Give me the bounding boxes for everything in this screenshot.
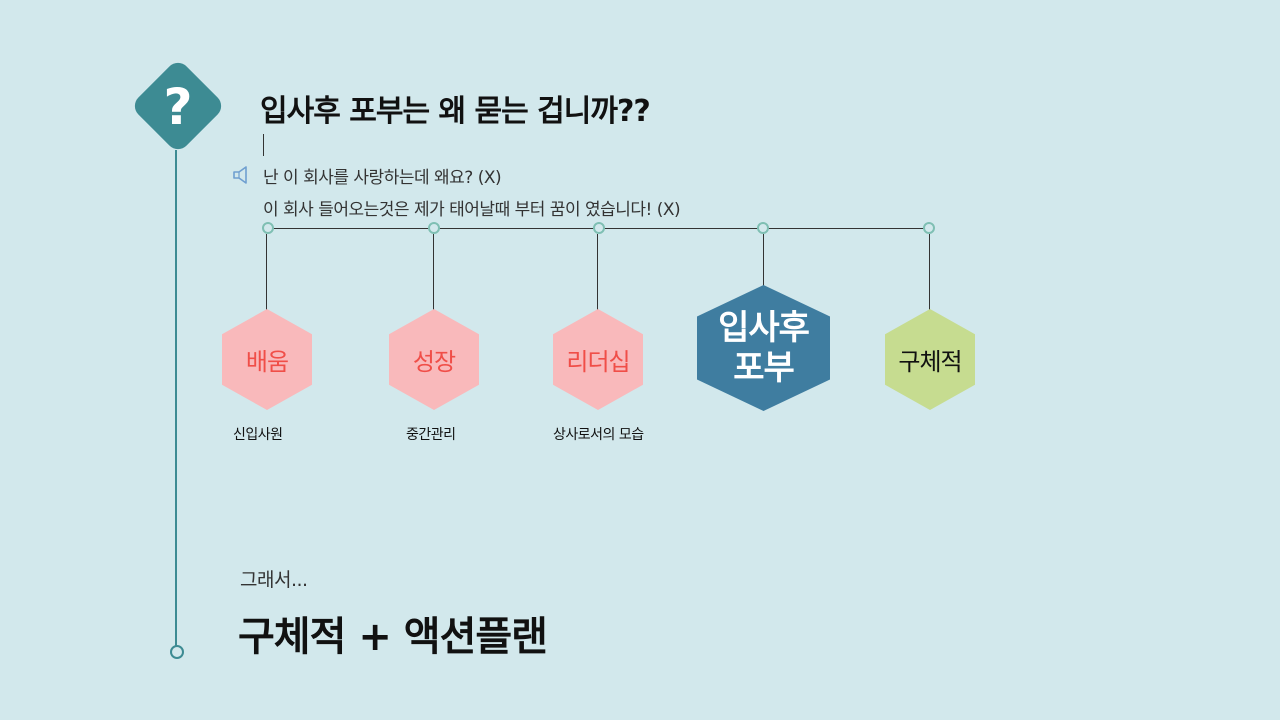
timeline-line <box>175 150 177 646</box>
hexagon-aspiration: 입사후 포부 <box>697 285 830 411</box>
connector-drop <box>763 234 764 286</box>
text-cursor <box>263 134 264 156</box>
hexagon-growth: 성장 <box>389 309 479 410</box>
timeline-end-dot <box>170 645 184 659</box>
connector-node <box>757 222 769 234</box>
hexagon-label: 리더십 <box>566 348 630 376</box>
hexagon-label: 성장 <box>412 348 456 376</box>
connector-drop <box>266 234 267 310</box>
hexagon-label-line2: 포부 <box>733 348 795 388</box>
connector-node <box>262 222 274 234</box>
connector-node <box>428 222 440 234</box>
hexagon-label: 구체적 <box>898 348 962 376</box>
hexagon-label: 배움 <box>245 348 289 376</box>
hexagon-caption: 상사로서의 모습 <box>553 427 644 443</box>
connector-drop <box>597 234 598 310</box>
page-title: 입사후 포부는 왜 묻는 겁니까?? <box>260 94 651 129</box>
conclusion-text: 구체적 + 액션플랜 <box>238 614 548 660</box>
connector-node <box>593 222 605 234</box>
connector-drop <box>929 234 930 310</box>
hexagon-learning: 배움 <box>222 309 312 410</box>
conclusion-lead: 그래서... <box>240 569 308 591</box>
connector-node <box>923 222 935 234</box>
hexagon-concrete: 구체적 <box>885 309 975 410</box>
hexagon-caption: 중간관리 <box>406 427 456 443</box>
speaker-icon <box>231 163 255 187</box>
hexagon-label-line1: 입사후 <box>718 308 810 348</box>
example-line-2: 이 회사 들어오는것은 제가 태어날때 부터 꿈이 였습니다! (X) <box>263 200 681 220</box>
svg-text:?: ? <box>163 78 192 136</box>
question-badge: ? <box>130 58 226 154</box>
hexagon-leadership: 리더십 <box>553 309 643 410</box>
hexagon-caption: 신입사원 <box>233 427 283 443</box>
connector-drop <box>433 234 434 310</box>
question-mark-icon: ? <box>134 62 222 150</box>
example-line-1: 난 이 회사를 사랑하는데 왜요? (X) <box>263 168 502 188</box>
